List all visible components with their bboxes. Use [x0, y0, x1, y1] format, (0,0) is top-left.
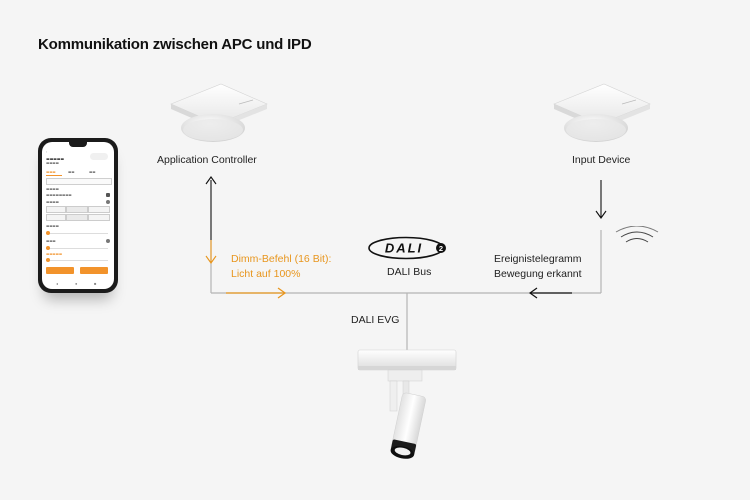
event-message-line-2: Bewegung erkannt — [494, 268, 582, 280]
event-message: Ereignistelegramm Bewegung erkannt — [494, 252, 582, 282]
input-device-label: Input Device — [572, 154, 631, 166]
phone-notch — [69, 142, 87, 147]
application-controller-device-icon — [170, 83, 268, 142]
command-message: Dimm-Befehl (16 Bit): Licht auf 100% — [231, 252, 331, 282]
command-message-line-2: Licht auf 100% — [231, 268, 301, 280]
dali-evg-label: DALI EVG — [351, 314, 400, 326]
command-message-line-1: Dimm-Befehl (16 Bit): — [231, 253, 332, 265]
spotlight-icon — [357, 349, 457, 459]
dali-logo-icon: DALI 2 — [368, 236, 446, 260]
dali-bus-label: DALI Bus — [387, 266, 432, 278]
dali-logo-version: 2 — [439, 244, 443, 253]
diagram-title: Kommunikation zwischen APC und IPD — [38, 36, 312, 53]
phone-icon: ‹ ▬▬▬▬▬ ▬▬▬▬ ▬▬▬ ▬▬ ▬▬ ▬▬▬▬ ▬▬▬▬▬▬▬▬ ▬▬▬… — [38, 138, 118, 293]
event-message-line-1: Ereignistelegramm — [494, 253, 582, 265]
application-controller-label: Application Controller — [157, 154, 257, 166]
dali-logo-text: DALI — [385, 241, 423, 256]
phone-screen: ‹ ▬▬▬▬▬ ▬▬▬▬ ▬▬▬ ▬▬ ▬▬ ▬▬▬▬ ▬▬▬▬▬▬▬▬ ▬▬▬… — [42, 142, 114, 289]
wireless-signal-icon — [615, 226, 659, 243]
input-device-icon — [553, 83, 651, 142]
